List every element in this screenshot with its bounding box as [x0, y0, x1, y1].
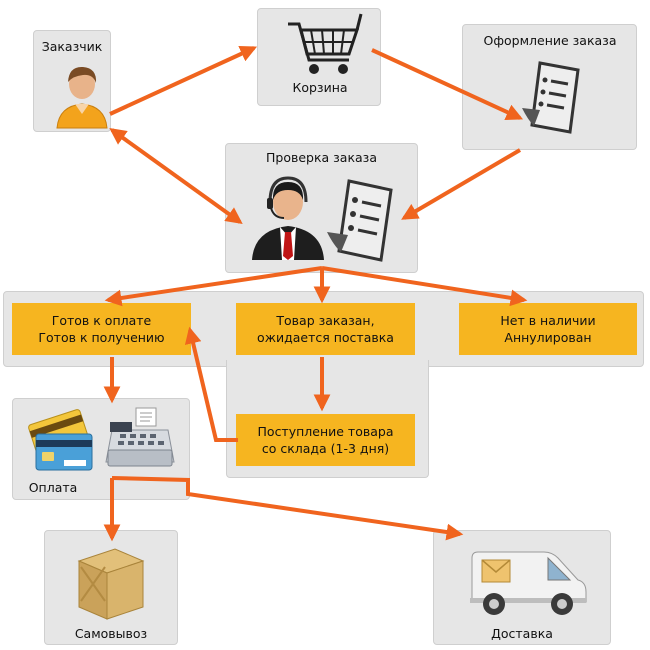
payment-cards-icon: [28, 409, 93, 471]
arrow-check-to-ready: [104, 266, 323, 307]
cash-register-icon: [105, 407, 175, 467]
parcel-box-icon: [77, 548, 145, 620]
checkout-label: Оформление заказа: [483, 33, 617, 48]
status-ordered: Товар заказан, ожидается поставка: [236, 303, 415, 355]
order-document-icon: [522, 61, 580, 134]
operator-headset-icon: [252, 176, 324, 260]
status-ordered-line2: ожидается поставка: [257, 330, 394, 345]
delivery-van-icon: [470, 551, 587, 615]
arrow-payment-to-delivery: [111, 476, 464, 541]
order-check-label: Проверка заказа: [266, 150, 377, 165]
order-document-icon: [327, 179, 393, 262]
status-unavailable-line1: Нет в наличии: [500, 313, 596, 328]
arrow-check-to-unavailable: [321, 266, 528, 307]
arrow-arrival-to-ready: [184, 326, 238, 442]
status-ready-line2: Готов к получению: [38, 330, 165, 345]
status-unavailable-line2: Аннулирован: [504, 330, 592, 345]
arrow-customer-to-cart: [109, 45, 258, 116]
status-arrival-line2: со склада (1-3 дня): [261, 441, 390, 456]
cart-label: Корзина: [292, 80, 348, 95]
status-ordered-line1: Товар заказан,: [276, 313, 375, 328]
customer-label: Заказчик: [41, 39, 103, 54]
status-ready-line1: Готов к оплате: [51, 313, 152, 328]
status-arrival-line1: Поступление товара: [257, 424, 394, 439]
shopping-cart-icon: [288, 13, 363, 74]
delivery-label: Доставка: [491, 626, 553, 641]
arrow-checkout-to-check: [401, 148, 522, 220]
arrow-cart-to-checkout: [371, 48, 524, 121]
status-arrival: Поступление товара со склада (1-3 дня): [236, 414, 415, 466]
customer-avatar-icon: [56, 66, 108, 129]
payment-label: Оплата: [28, 480, 78, 495]
pickup-label: Самовывоз: [74, 626, 148, 641]
arrow-customer-check-both: [109, 128, 243, 224]
cart-panel: [257, 8, 381, 106]
